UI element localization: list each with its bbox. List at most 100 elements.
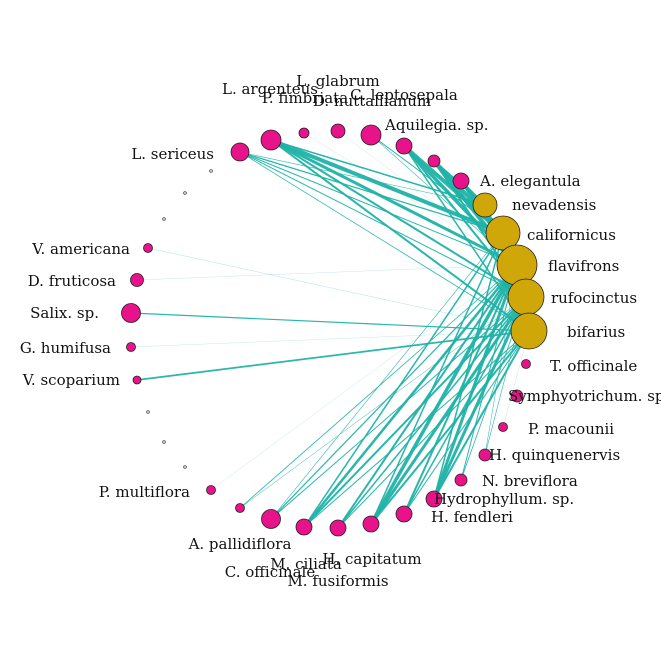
label-v-scoparium: V. scoparium	[22, 371, 120, 389]
edge-h-capitatum-flavifrons	[369, 264, 519, 525]
node-p-macounii	[498, 422, 508, 432]
node-g-humifusa	[126, 342, 136, 352]
label-salix-sp: Salix. sp.	[30, 304, 99, 322]
node-a-pallidiflora	[235, 503, 245, 513]
edge-p-fimbriata-flavifrons	[303, 132, 518, 266]
edge-a-pallidiflora-flavifrons	[239, 264, 518, 509]
edge-salix-sp-bifarius	[130, 312, 530, 332]
edge-p-multiflora-flavifrons	[210, 264, 518, 491]
label-symphyotrichum-sp: Symphyotrichum. sp.	[508, 387, 661, 405]
label-hydrophyllum-sp: Hydrophyllum. sp.	[434, 490, 574, 508]
minor-node-4	[146, 410, 150, 414]
edge-h-fendleri-flavifrons	[403, 264, 518, 515]
edge-l-sericeus-bifarius	[239, 151, 530, 332]
edge-c-officinale-flavifrons	[270, 264, 518, 520]
edge-c-officinale-californicus	[270, 232, 504, 520]
label-a-elegantula: A. elegantula	[479, 172, 581, 190]
label-d-nuttallianum: D. nuttallianum	[313, 92, 431, 110]
node-aquilegia-sp	[427, 154, 441, 168]
label-l-sericeus: L. sericeus	[131, 145, 214, 163]
node-a-elegantula	[452, 172, 470, 190]
label-californicus: californicus	[527, 226, 616, 244]
node-l-glabrum	[330, 123, 346, 139]
edge-hydrophyllum-sp-bifarius	[433, 330, 530, 500]
edge-hydrophyllum-sp-californicus	[433, 232, 504, 500]
label-p-multiflora: P. multiflora	[99, 483, 190, 501]
edge-l-sericeus-californicus	[239, 151, 504, 234]
label-g-humifusa: G. humifusa	[20, 339, 111, 357]
label-l-glabrum: L. glabrum	[296, 72, 380, 90]
node-bifarius	[510, 312, 548, 350]
node-h-quinquenervis	[478, 448, 492, 462]
node-c-officinale	[261, 509, 281, 529]
node-p-fimbriata	[298, 127, 310, 139]
label-d-fruticosa: D. fruticosa	[28, 272, 116, 290]
node-h-capitatum	[362, 515, 380, 533]
node-rufocinctus	[507, 278, 545, 316]
interaction-edges	[130, 130, 530, 529]
minor-node-6	[183, 465, 187, 469]
label-v-americana: V. americana	[31, 240, 130, 258]
node-d-fruticosa	[130, 273, 144, 287]
edge-l-argenteus-rufocinctus	[270, 139, 527, 298]
minor-node-3	[162, 217, 166, 221]
species-nodes	[121, 123, 548, 537]
node-v-americana	[143, 243, 153, 253]
minor-node-5	[162, 440, 166, 444]
node-m-fusiformis	[295, 518, 313, 536]
node-p-multiflora	[206, 485, 216, 495]
edge-h-fendleri-bifarius	[403, 330, 530, 515]
node-symphyotrichum-sp	[510, 389, 524, 403]
edge-d-fruticosa-flavifrons	[136, 264, 518, 281]
node-nevadensis	[472, 192, 498, 218]
label-flavifrons: flavifrons	[548, 257, 619, 275]
label-p-macounii: P. macounii	[528, 420, 614, 438]
label-c-officinale: C. officinale	[225, 563, 316, 581]
edge-m-ciliata-rufocinctus	[337, 296, 527, 529]
node-c-leptosepala	[395, 137, 413, 155]
edge-l-sericeus-rufocinctus	[239, 151, 527, 298]
label-bifarius: bifarius	[567, 323, 625, 341]
edge-n-breviflora-flavifrons	[460, 264, 518, 481]
node-flavifrons	[496, 244, 538, 286]
label-aquilegia-sp: Aquilegia. sp.	[384, 116, 489, 134]
node-m-ciliata	[329, 519, 347, 537]
edge-a-pallidiflora-rufocinctus	[239, 296, 527, 509]
node-t-officinale	[521, 359, 531, 369]
node-hydrophyllum-sp	[425, 490, 443, 508]
label-m-fusiformis: M. fusiformis	[287, 572, 388, 590]
node-n-breviflora	[454, 473, 468, 487]
edge-h-capitatum-californicus	[370, 232, 504, 525]
label-rufocinctus: rufocinctus	[551, 289, 637, 307]
edge-m-fusiformis-rufocinctus	[303, 296, 527, 528]
minor-node-1	[209, 169, 213, 173]
edge-c-officinale-rufocinctus	[270, 296, 527, 520]
label-h-capitatum: H. capitatum	[322, 550, 421, 568]
edge-h-capitatum-rufocinctus	[369, 296, 528, 525]
label-m-ciliata: M. ciliata	[270, 555, 342, 573]
label-h-quinquenervis: H. quinquenervis	[489, 446, 620, 464]
label-l-argenteus: L. argenteus	[222, 80, 318, 98]
edge-m-fusiformis-californicus	[303, 232, 504, 528]
node-californicus	[485, 215, 521, 251]
label-p-fimbriata: P. fimbriata	[262, 89, 348, 107]
label-t-officinale: T. officinale	[550, 357, 637, 375]
edge-hydrophyllum-sp-flavifrons	[432, 264, 519, 500]
label-a-pallidiflora: A. pallidiflora	[188, 535, 292, 553]
label-nevadensis: nevadensis	[512, 196, 596, 214]
node-h-fendleri	[395, 505, 413, 523]
node-v-scoparium	[132, 375, 142, 385]
edge-m-fusiformis-flavifrons	[303, 264, 518, 528]
node-l-argenteus	[260, 129, 282, 151]
edge-l-argenteus-flavifrons	[270, 138, 518, 267]
label-h-fendleri: H. fendleri	[431, 508, 513, 526]
edge-l-glabrum-flavifrons	[337, 130, 518, 266]
node-salix-sp	[121, 303, 141, 323]
minor-node-2	[183, 191, 187, 195]
edge-v-scoparium-bifarius	[136, 330, 530, 381]
node-l-sericeus	[230, 142, 250, 162]
label-n-breviflora: N. breviflora	[482, 472, 578, 490]
label-c-leptosepala: C. leptosepala	[350, 86, 458, 104]
